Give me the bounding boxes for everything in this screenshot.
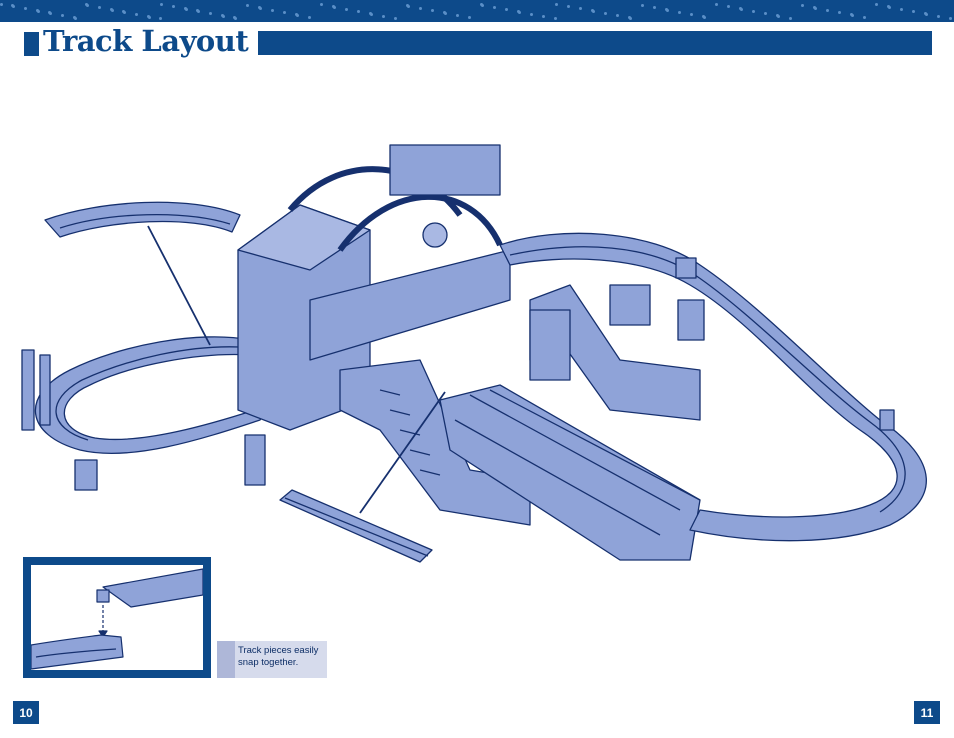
band-dot <box>48 11 51 14</box>
band-dot <box>838 11 841 14</box>
band-dot <box>11 4 14 7</box>
band-dot <box>887 5 890 8</box>
inset-panel <box>31 565 203 670</box>
band-dot <box>505 8 508 11</box>
band-dot <box>665 8 668 11</box>
band-dot <box>246 4 249 7</box>
band-dot <box>332 5 335 8</box>
band-dot <box>110 8 113 11</box>
band-dot <box>604 12 607 15</box>
band-dot <box>937 15 940 18</box>
band-dot <box>555 3 558 6</box>
page-title: Track Layout <box>43 24 248 58</box>
band-dot <box>0 3 3 6</box>
caption-box: Track pieces easily snap together. <box>217 641 327 678</box>
band-dot <box>209 12 212 15</box>
band-dot <box>776 14 779 17</box>
band-dot <box>172 5 175 8</box>
band-dot <box>36 9 39 12</box>
band-dot <box>98 6 101 9</box>
title-accent-bar <box>258 31 932 55</box>
straight-track-piece <box>280 490 432 562</box>
band-dot <box>801 4 804 7</box>
band-dot <box>320 3 323 6</box>
band-dot <box>357 10 360 13</box>
upper-track-piece <box>103 569 203 607</box>
title-accent-block <box>24 32 39 56</box>
band-dot <box>24 7 27 10</box>
band-dot <box>61 14 64 17</box>
caption-accent <box>217 641 235 678</box>
band-dot <box>641 4 644 7</box>
band-dot <box>517 10 520 13</box>
band-dot <box>690 13 693 16</box>
band-dot <box>221 14 224 17</box>
band-dot <box>345 8 348 11</box>
band-dot <box>567 5 570 8</box>
band-dot <box>468 16 471 19</box>
band-dot <box>616 14 619 17</box>
band-dot <box>233 16 236 19</box>
band-dot <box>147 15 150 18</box>
band-dot <box>875 3 878 6</box>
band-dot <box>579 7 582 10</box>
band-dot <box>308 16 311 19</box>
band-dot <box>789 17 792 20</box>
band-dot <box>826 9 829 12</box>
left-post <box>22 350 34 430</box>
left-loop-track <box>35 337 270 454</box>
band-dot <box>554 17 557 20</box>
band-dot <box>431 9 434 12</box>
track-layout-illustration <box>0 120 954 590</box>
band-dot <box>283 11 286 14</box>
band-dot <box>419 7 422 10</box>
band-dot <box>813 6 816 9</box>
band-dot <box>739 7 742 10</box>
band-dot <box>542 15 545 18</box>
band-dot <box>924 12 927 15</box>
track-snap-diagram <box>31 565 203 670</box>
band-dot <box>591 9 594 12</box>
band-dot <box>196 9 199 12</box>
band-dot <box>764 12 767 15</box>
band-dot <box>184 7 187 10</box>
band-dot <box>715 3 718 6</box>
band-dot <box>493 6 496 9</box>
band-dot <box>863 16 866 19</box>
band-dot <box>122 10 125 13</box>
band-dot <box>271 9 274 12</box>
band-dot <box>160 3 163 6</box>
band-dot <box>85 3 88 6</box>
band-dot <box>727 5 730 8</box>
band-dot <box>530 13 533 16</box>
band-dot <box>653 6 656 9</box>
band-dot <box>752 10 755 13</box>
band-dot <box>406 4 409 7</box>
band-dot <box>949 17 952 20</box>
band-dot <box>900 8 903 11</box>
band-dot <box>912 10 915 13</box>
band-dot <box>135 13 138 16</box>
band-dot <box>456 14 459 17</box>
band-dot <box>480 3 483 6</box>
band-dot <box>443 11 446 14</box>
band-dot <box>73 16 76 19</box>
page-number-left: 10 <box>13 701 39 724</box>
track-connector-peg <box>97 590 109 602</box>
caption-text: Track pieces easily snap together. <box>238 645 326 669</box>
band-dot <box>678 11 681 14</box>
band-dot <box>850 13 853 16</box>
band-dot <box>159 17 162 20</box>
band-dot <box>702 15 705 18</box>
inset-frame <box>23 557 211 678</box>
top-decorative-band <box>0 0 954 22</box>
band-dot <box>369 12 372 15</box>
band-dot <box>258 6 261 9</box>
band-dot <box>382 15 385 18</box>
band-dot <box>394 17 397 20</box>
page-number-right: 11 <box>914 701 940 724</box>
band-dot <box>295 13 298 16</box>
band-dot <box>628 16 631 19</box>
